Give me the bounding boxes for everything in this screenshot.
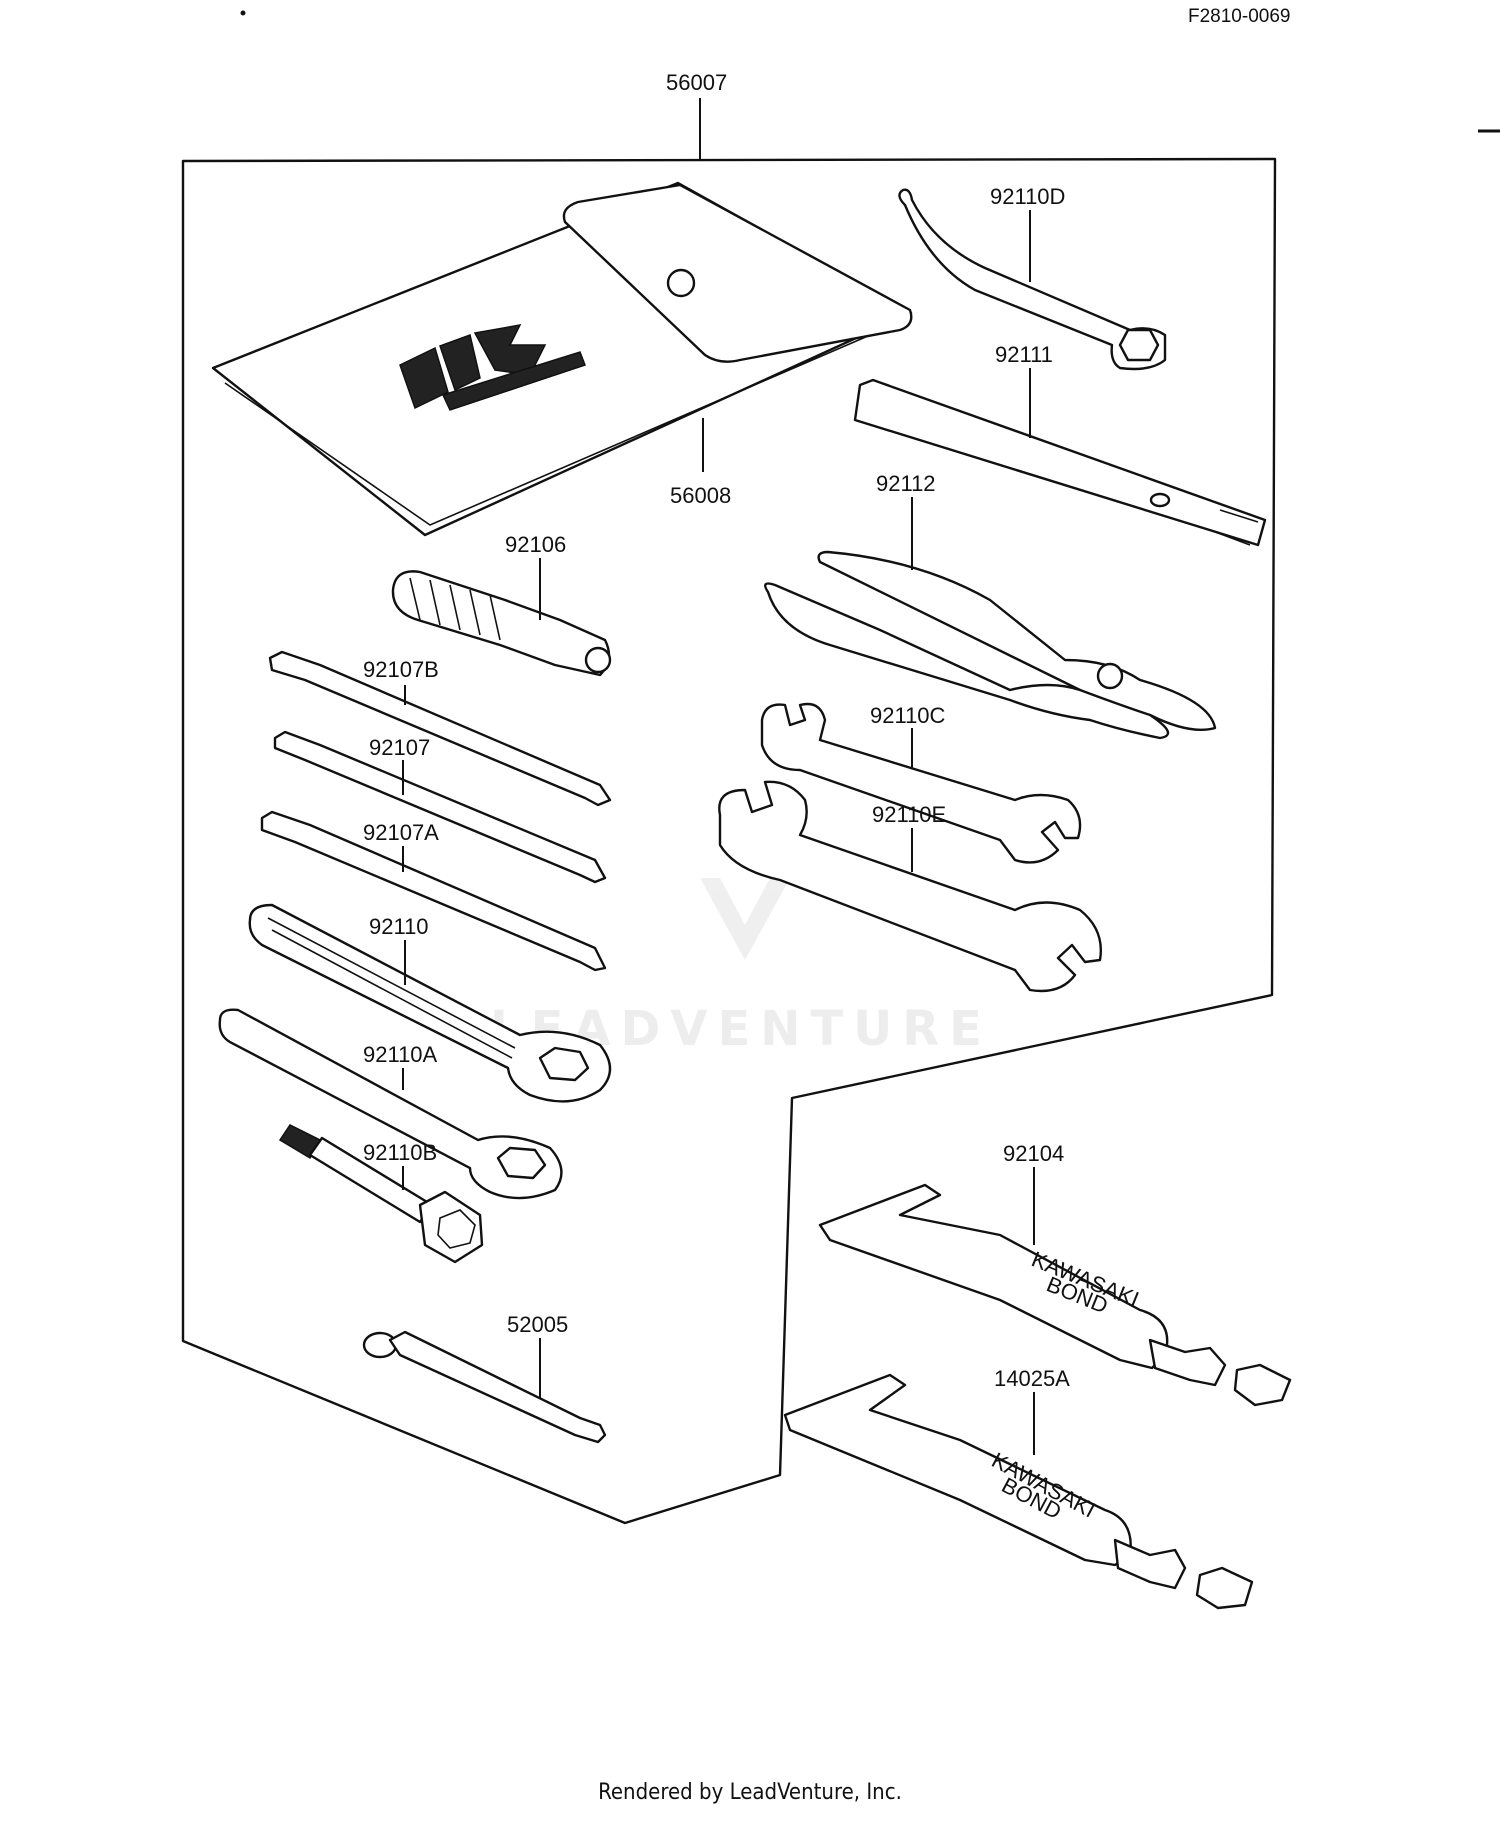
box-wrench-92110A [218, 1008, 563, 1200]
part-label-56008[interactable]: 56008 [670, 483, 731, 508]
part-label-92112[interactable]: 92112 [876, 471, 936, 496]
bond-tube-14025A: KAWASAKI BOND [783, 1373, 1254, 1610]
part-label-92110B[interactable]: 92110B [363, 1140, 437, 1165]
part-label-92104[interactable]: 92104 [1003, 1141, 1064, 1166]
part-label-92106[interactable]: 92106 [505, 532, 566, 557]
part-label-92107A[interactable]: 92107A [363, 820, 439, 845]
footer-credit: Rendered by LeadVenture, Inc. [598, 1780, 902, 1805]
part-label-56007[interactable]: 56007 [666, 70, 727, 95]
part-label-92111[interactable]: 92111 [995, 342, 1053, 367]
part-label-52005[interactable]: 52005 [507, 1312, 568, 1337]
screwdriver-handle-92106 [391, 570, 612, 677]
hook-wrench-92110D [898, 188, 1167, 371]
pliers-92112 [764, 550, 1217, 740]
part-label-92110D[interactable]: 92110D [990, 184, 1065, 209]
open-wrench-92110C [760, 702, 1082, 864]
box-wrench-92110 [248, 903, 612, 1103]
part-label-14025A[interactable]: 14025A [994, 1366, 1070, 1391]
part-label-92110A[interactable]: 92110A [363, 1042, 438, 1067]
part-label-92110E[interactable]: 92110E [872, 802, 946, 827]
part-labels: 56007 56008 92110D 92111 92112 92106 921… [363, 70, 1070, 1391]
part-label-92107[interactable]: 92107 [369, 735, 430, 760]
leader-lines [402, 98, 1035, 1455]
scan-dot [240, 10, 246, 16]
plug-wrench-92110B [278, 1124, 484, 1264]
spoke-tool-52005 [362, 1330, 607, 1444]
screwdriver-92107A [260, 810, 607, 972]
open-wrench-92110E [718, 780, 1102, 993]
document-code: F2810-0069 [1188, 6, 1291, 27]
screwdriver-92107B [268, 650, 612, 807]
screwdriver-92107 [273, 730, 607, 884]
watermark-logo-icon [700, 878, 790, 960]
part-label-92110[interactable]: 92110 [369, 914, 429, 939]
part-label-92107B[interactable]: 92107B [363, 657, 439, 682]
part-label-92110C[interactable]: 92110C [870, 703, 946, 728]
bar-92111 [853, 378, 1267, 547]
tool-bag-56008 [211, 181, 913, 537]
kawasaki-logo [399, 324, 586, 411]
tool-kit-boundary [181, 157, 1277, 1525]
